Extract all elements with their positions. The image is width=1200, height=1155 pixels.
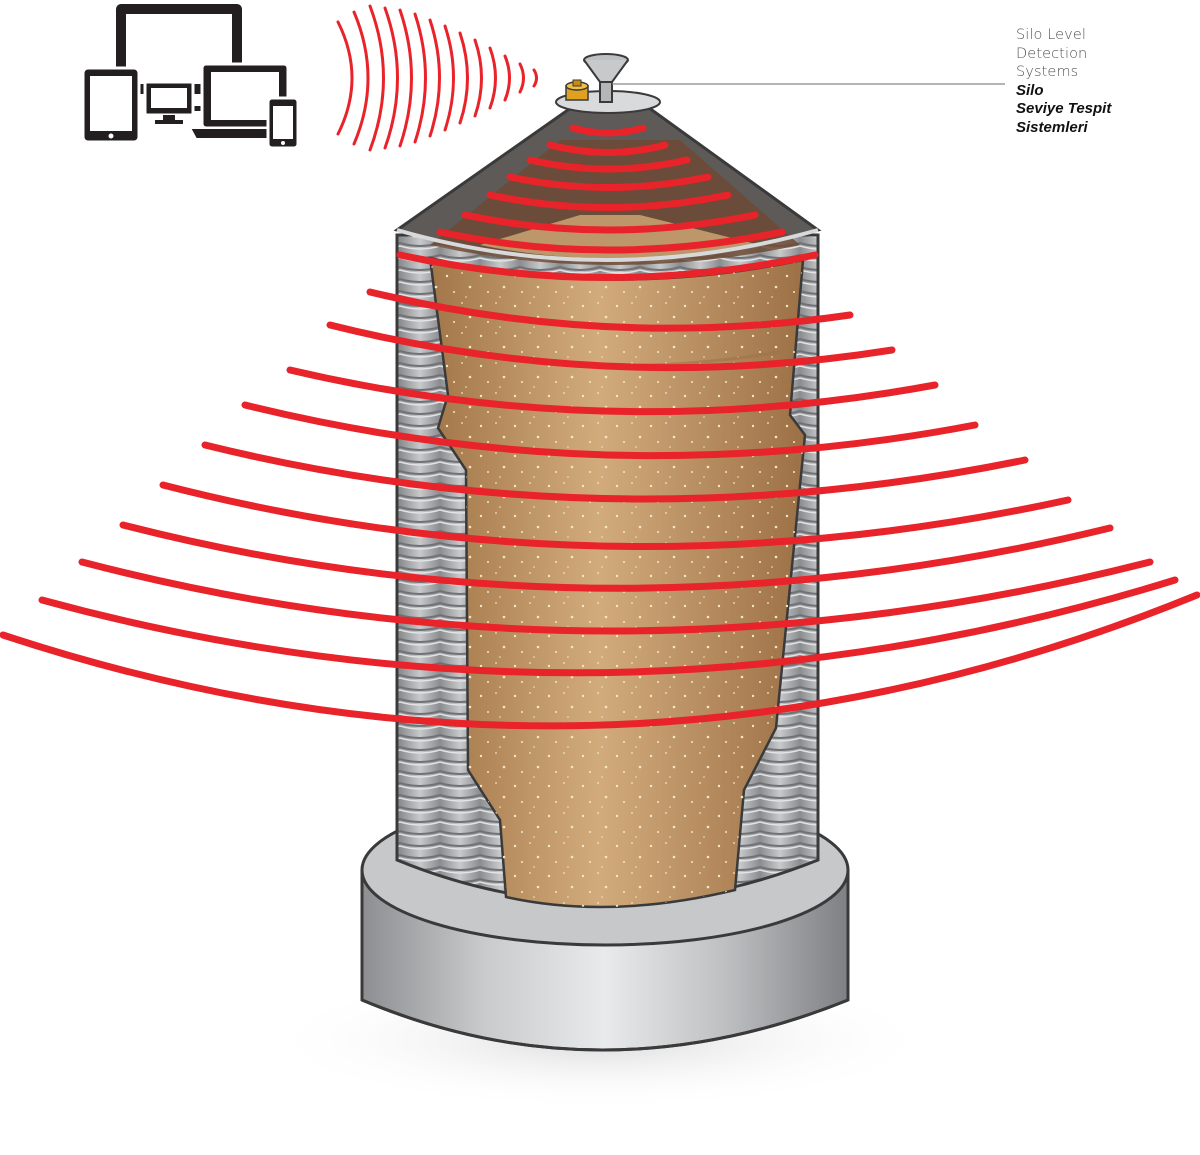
- label-tr-line-3: Sistemleri: [1016, 118, 1088, 136]
- radar-waves-down: [0, 124, 1200, 730]
- mini-monitor-icon: [143, 80, 195, 124]
- radar-sensor-icon: [565, 79, 589, 101]
- label-tr-line-2: Seviye Tespit: [1016, 100, 1112, 117]
- funnel-icon: [583, 53, 629, 103]
- smartphone-icon: [266, 96, 300, 150]
- system-label: Silo Level Detection Systems Silo Seviye…: [1016, 26, 1196, 137]
- label-en-line-1: Silo Level: [1016, 27, 1087, 43]
- label-en-line-2: Detection: [1016, 45, 1088, 62]
- stored-material: [428, 256, 807, 909]
- label-en-line-3: Systems: [1016, 64, 1079, 80]
- devices-group: [81, 4, 300, 150]
- radar-waves-outward: [336, 4, 538, 152]
- label-tr-line-1: Silo: [1016, 81, 1044, 99]
- tablet-icon: [81, 66, 141, 144]
